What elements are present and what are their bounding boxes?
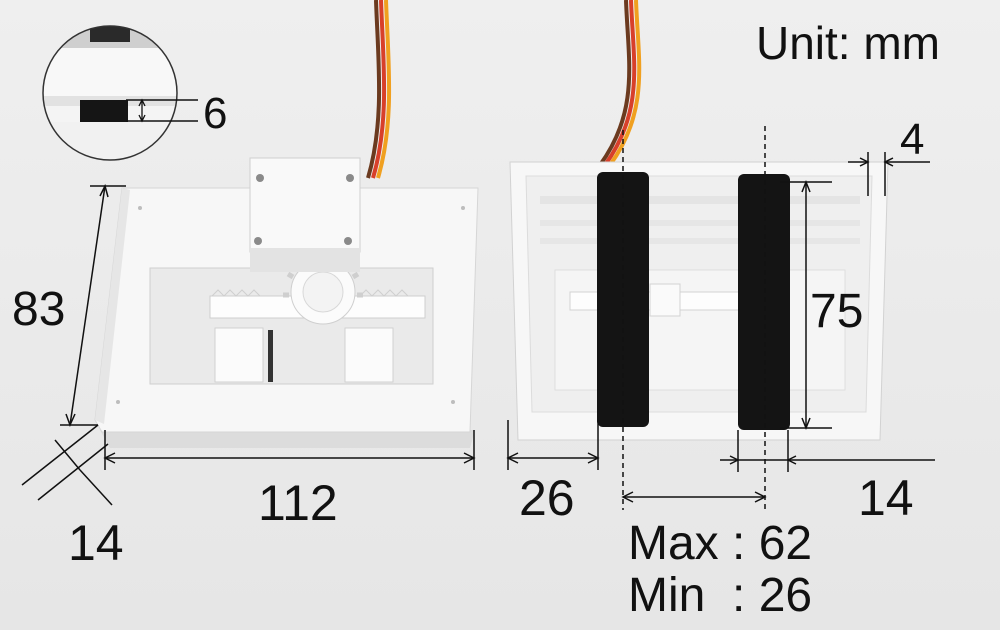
- dimension-lines: [21, 126, 935, 510]
- foam-pad-left: [597, 172, 649, 427]
- pad-height-label: 75: [810, 285, 864, 338]
- unit-label: Unit: mm: [756, 17, 940, 69]
- left-depth-label: 14: [68, 515, 124, 571]
- foam-pad-right: [738, 174, 790, 430]
- inset-gap-label: 6: [203, 89, 228, 138]
- max-spacing-label: Max : 62: [628, 517, 813, 570]
- min-spacing-label: Min : 26: [628, 569, 813, 622]
- pad-width-label: 14: [858, 470, 914, 526]
- inset-detail-photo: [42, 25, 198, 161]
- wall-thickness-label: 4: [900, 115, 925, 164]
- servo-wire-right: [598, 0, 642, 167]
- left-width-label: 112: [258, 475, 338, 531]
- edge-offset-label: 26: [519, 470, 575, 526]
- left-gripper-device: [94, 157, 479, 448]
- left-height-label: 83: [12, 283, 66, 336]
- right-gripper-device: [509, 161, 889, 441]
- servo-wire-left: [366, 0, 392, 179]
